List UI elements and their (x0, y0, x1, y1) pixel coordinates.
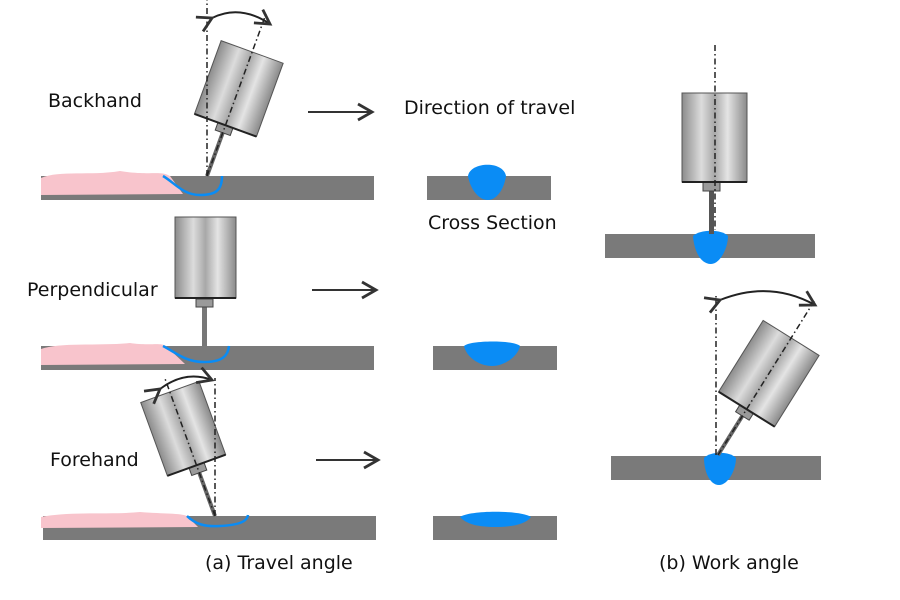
forehand-weld-trail (41, 512, 198, 528)
backhand-weld-pool (162, 174, 224, 197)
forehand-weld-pool (186, 514, 250, 528)
forehand-torch (140, 376, 227, 517)
work-tilt-angle-arc (703, 290, 818, 314)
backhand-torch (193, 11, 284, 177)
forehand-label: Forehand (50, 449, 139, 471)
backhand-weld-trail (41, 171, 183, 195)
forehand-angle-arc (143, 366, 215, 405)
perpendicular-weld-trail (41, 343, 185, 365)
work-tilt-weld-bead (704, 452, 736, 485)
work-angle-perpendicular (605, 45, 815, 264)
perpendicular-label: Perpendicular (27, 279, 158, 301)
forehand-cross-section (433, 511, 557, 540)
perpendicular-torch (174, 216, 237, 346)
work-perp-weld-bead (693, 230, 728, 264)
cross-section-label: Cross Section (428, 212, 557, 234)
backhand-angle-arc (195, 8, 273, 33)
backhand-cross-section (427, 164, 551, 200)
work-tilt-torch (716, 300, 820, 457)
perpendicular-cross-section (433, 341, 557, 370)
perpendicular-weld-pool (162, 344, 231, 364)
travel-angle-caption: (a) Travel angle (205, 552, 353, 574)
work-angle-tilted (611, 290, 821, 485)
forehand-row: Forehand (41, 366, 557, 540)
perpendicular-row: Perpendicular (27, 216, 557, 370)
backhand-label: Backhand (48, 90, 142, 112)
backhand-row: Backhand Direction of travel Cross Secti… (41, 0, 575, 234)
work-angle-caption: (b) Work angle (659, 552, 799, 574)
direction-of-travel-label: Direction of travel (404, 97, 575, 119)
